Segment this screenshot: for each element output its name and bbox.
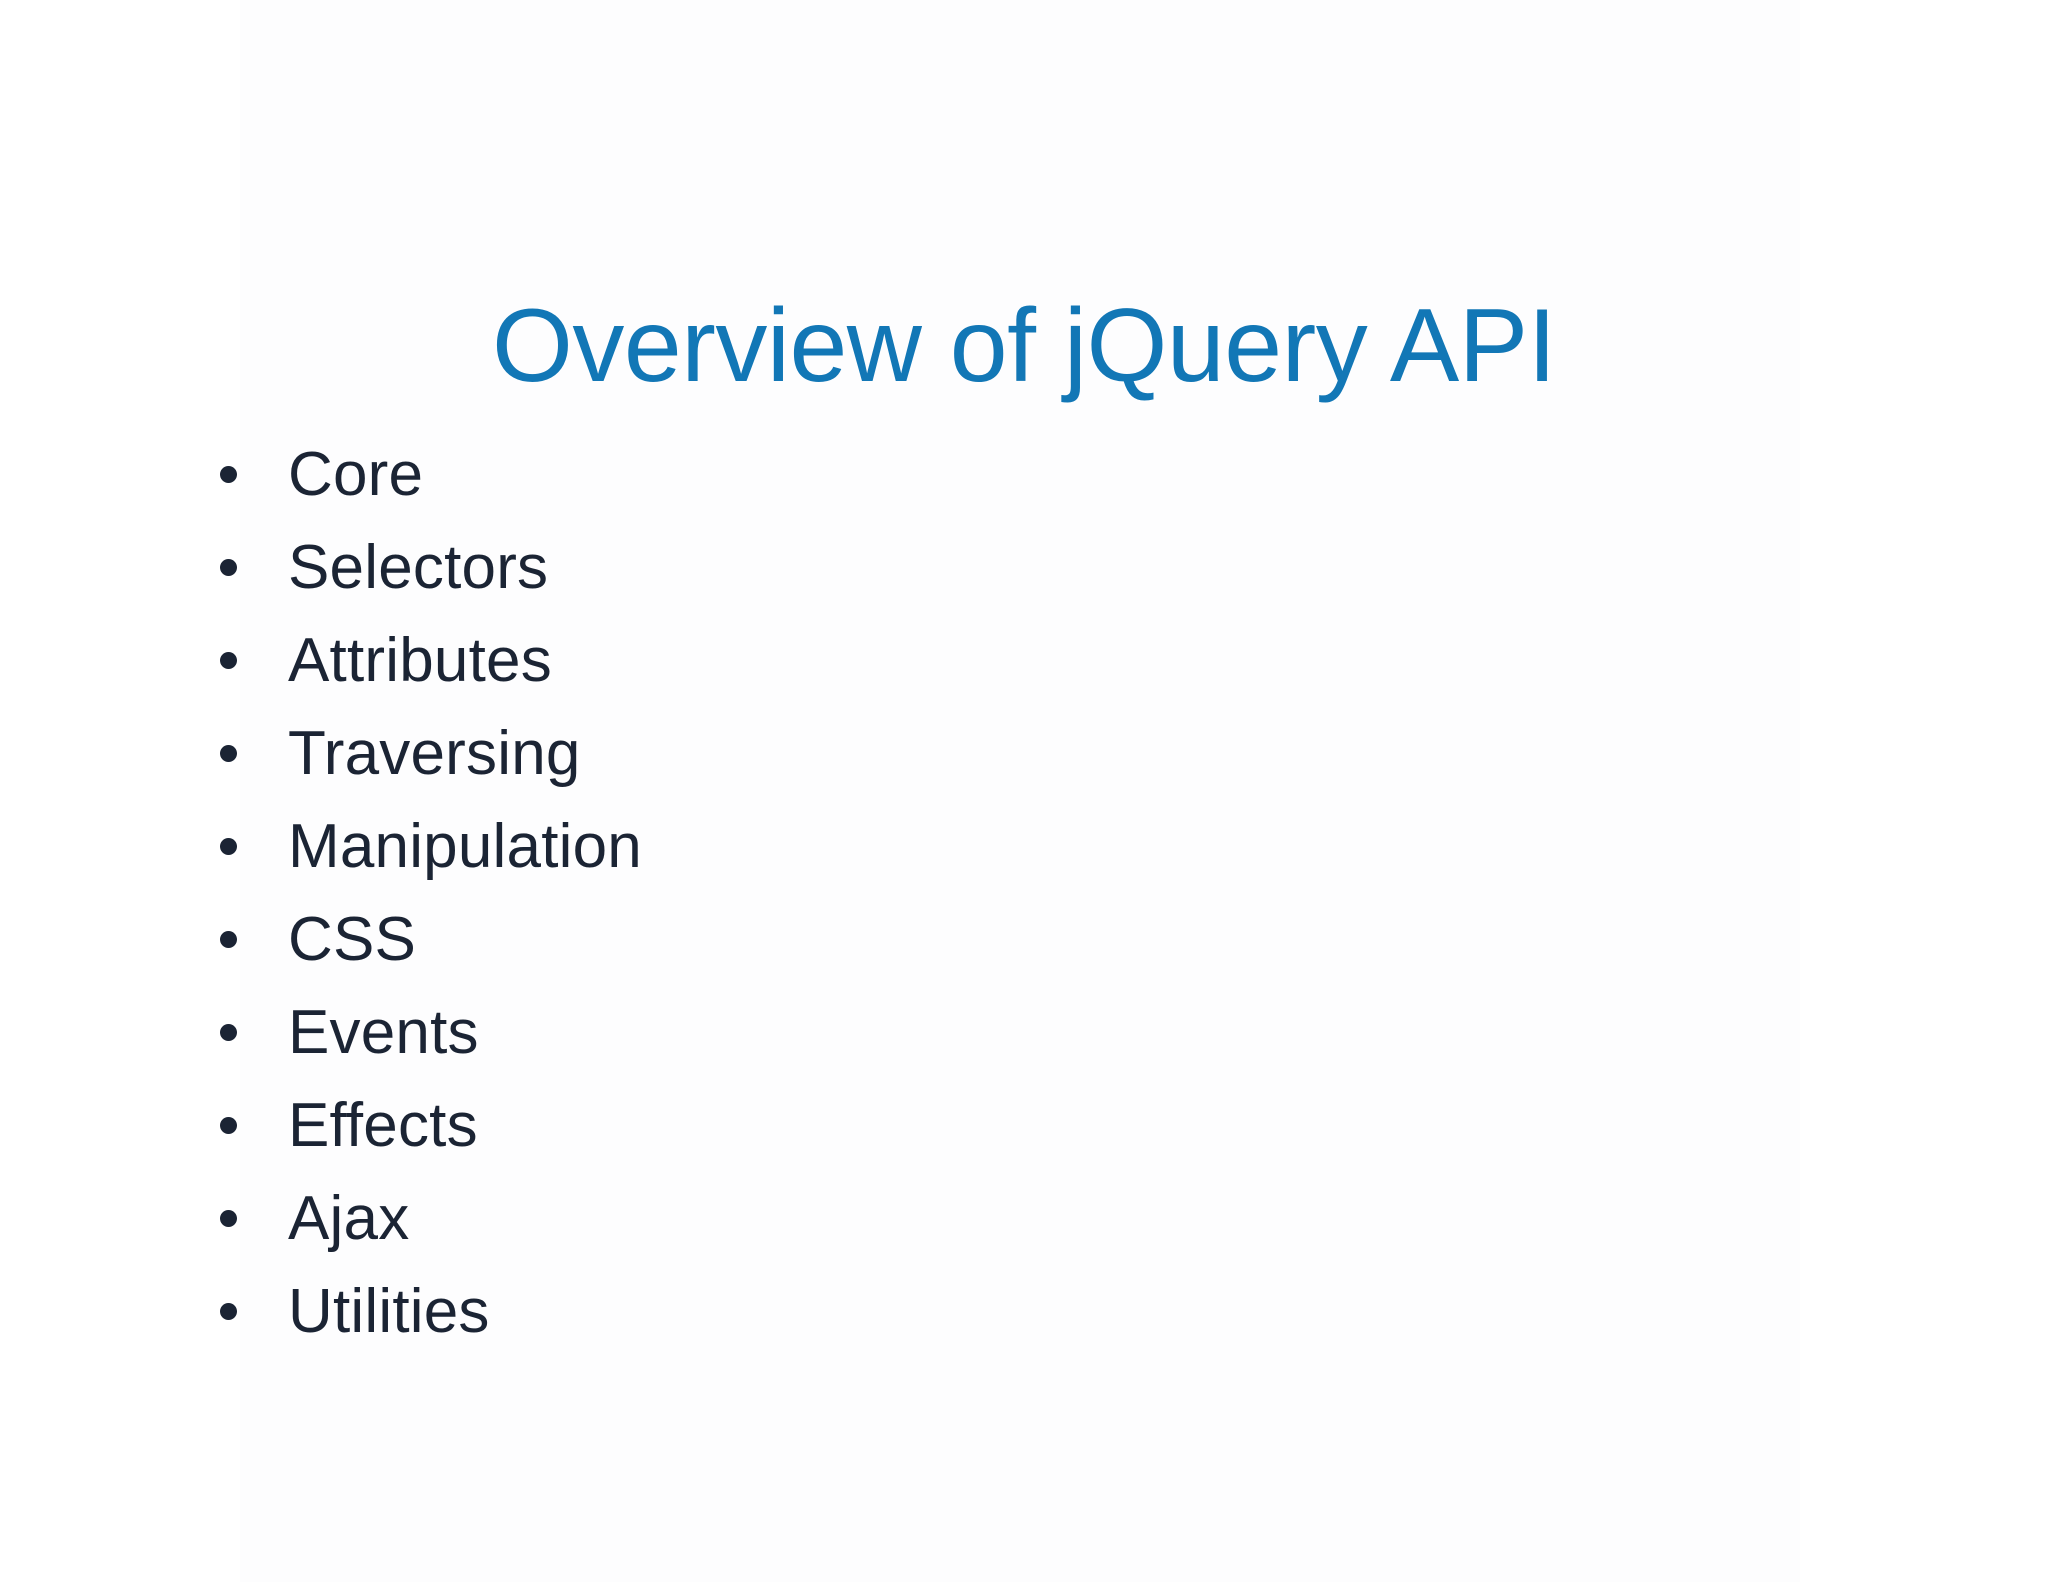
bullet-dot-icon: [220, 652, 237, 669]
list-item-label: Attributes: [288, 625, 552, 695]
bullet-dot-icon: [220, 466, 237, 483]
list-item: Utilities: [214, 1265, 1714, 1358]
list-item-label: Manipulation: [288, 811, 642, 881]
list-item-label: CSS: [288, 904, 417, 974]
list-item: Ajax: [214, 1172, 1714, 1265]
list-item-label: Selectors: [288, 532, 549, 602]
list-item: Effects: [214, 1079, 1714, 1172]
bullet-dot-icon: [220, 838, 237, 855]
list-item: Manipulation: [214, 800, 1714, 893]
bullet-dot-icon: [220, 1117, 237, 1134]
list-item-label: Effects: [288, 1090, 478, 1160]
topic-bullet-list: Core Selectors Attributes Traversing Man…: [214, 428, 1714, 1358]
list-item: Core: [214, 428, 1714, 521]
list-item-label: Traversing: [288, 718, 581, 788]
bullet-dot-icon: [220, 1303, 237, 1320]
bullet-dot-icon: [220, 745, 237, 762]
bullet-dot-icon: [220, 1210, 237, 1227]
list-item: Traversing: [214, 707, 1714, 800]
list-item-label: Events: [288, 997, 479, 1067]
list-item-label: Core: [288, 439, 424, 509]
list-item: Attributes: [214, 614, 1714, 707]
list-item: Selectors: [214, 521, 1714, 614]
list-item: CSS: [214, 893, 1714, 986]
page-title: Overview of jQuery API: [491, 287, 1557, 404]
list-item: Events: [214, 986, 1714, 1079]
bullet-dot-icon: [220, 931, 237, 948]
list-item-label: Utilities: [288, 1276, 490, 1346]
list-item-label: Ajax: [288, 1183, 410, 1253]
bullet-dot-icon: [220, 559, 237, 576]
bullet-dot-icon: [220, 1024, 237, 1041]
